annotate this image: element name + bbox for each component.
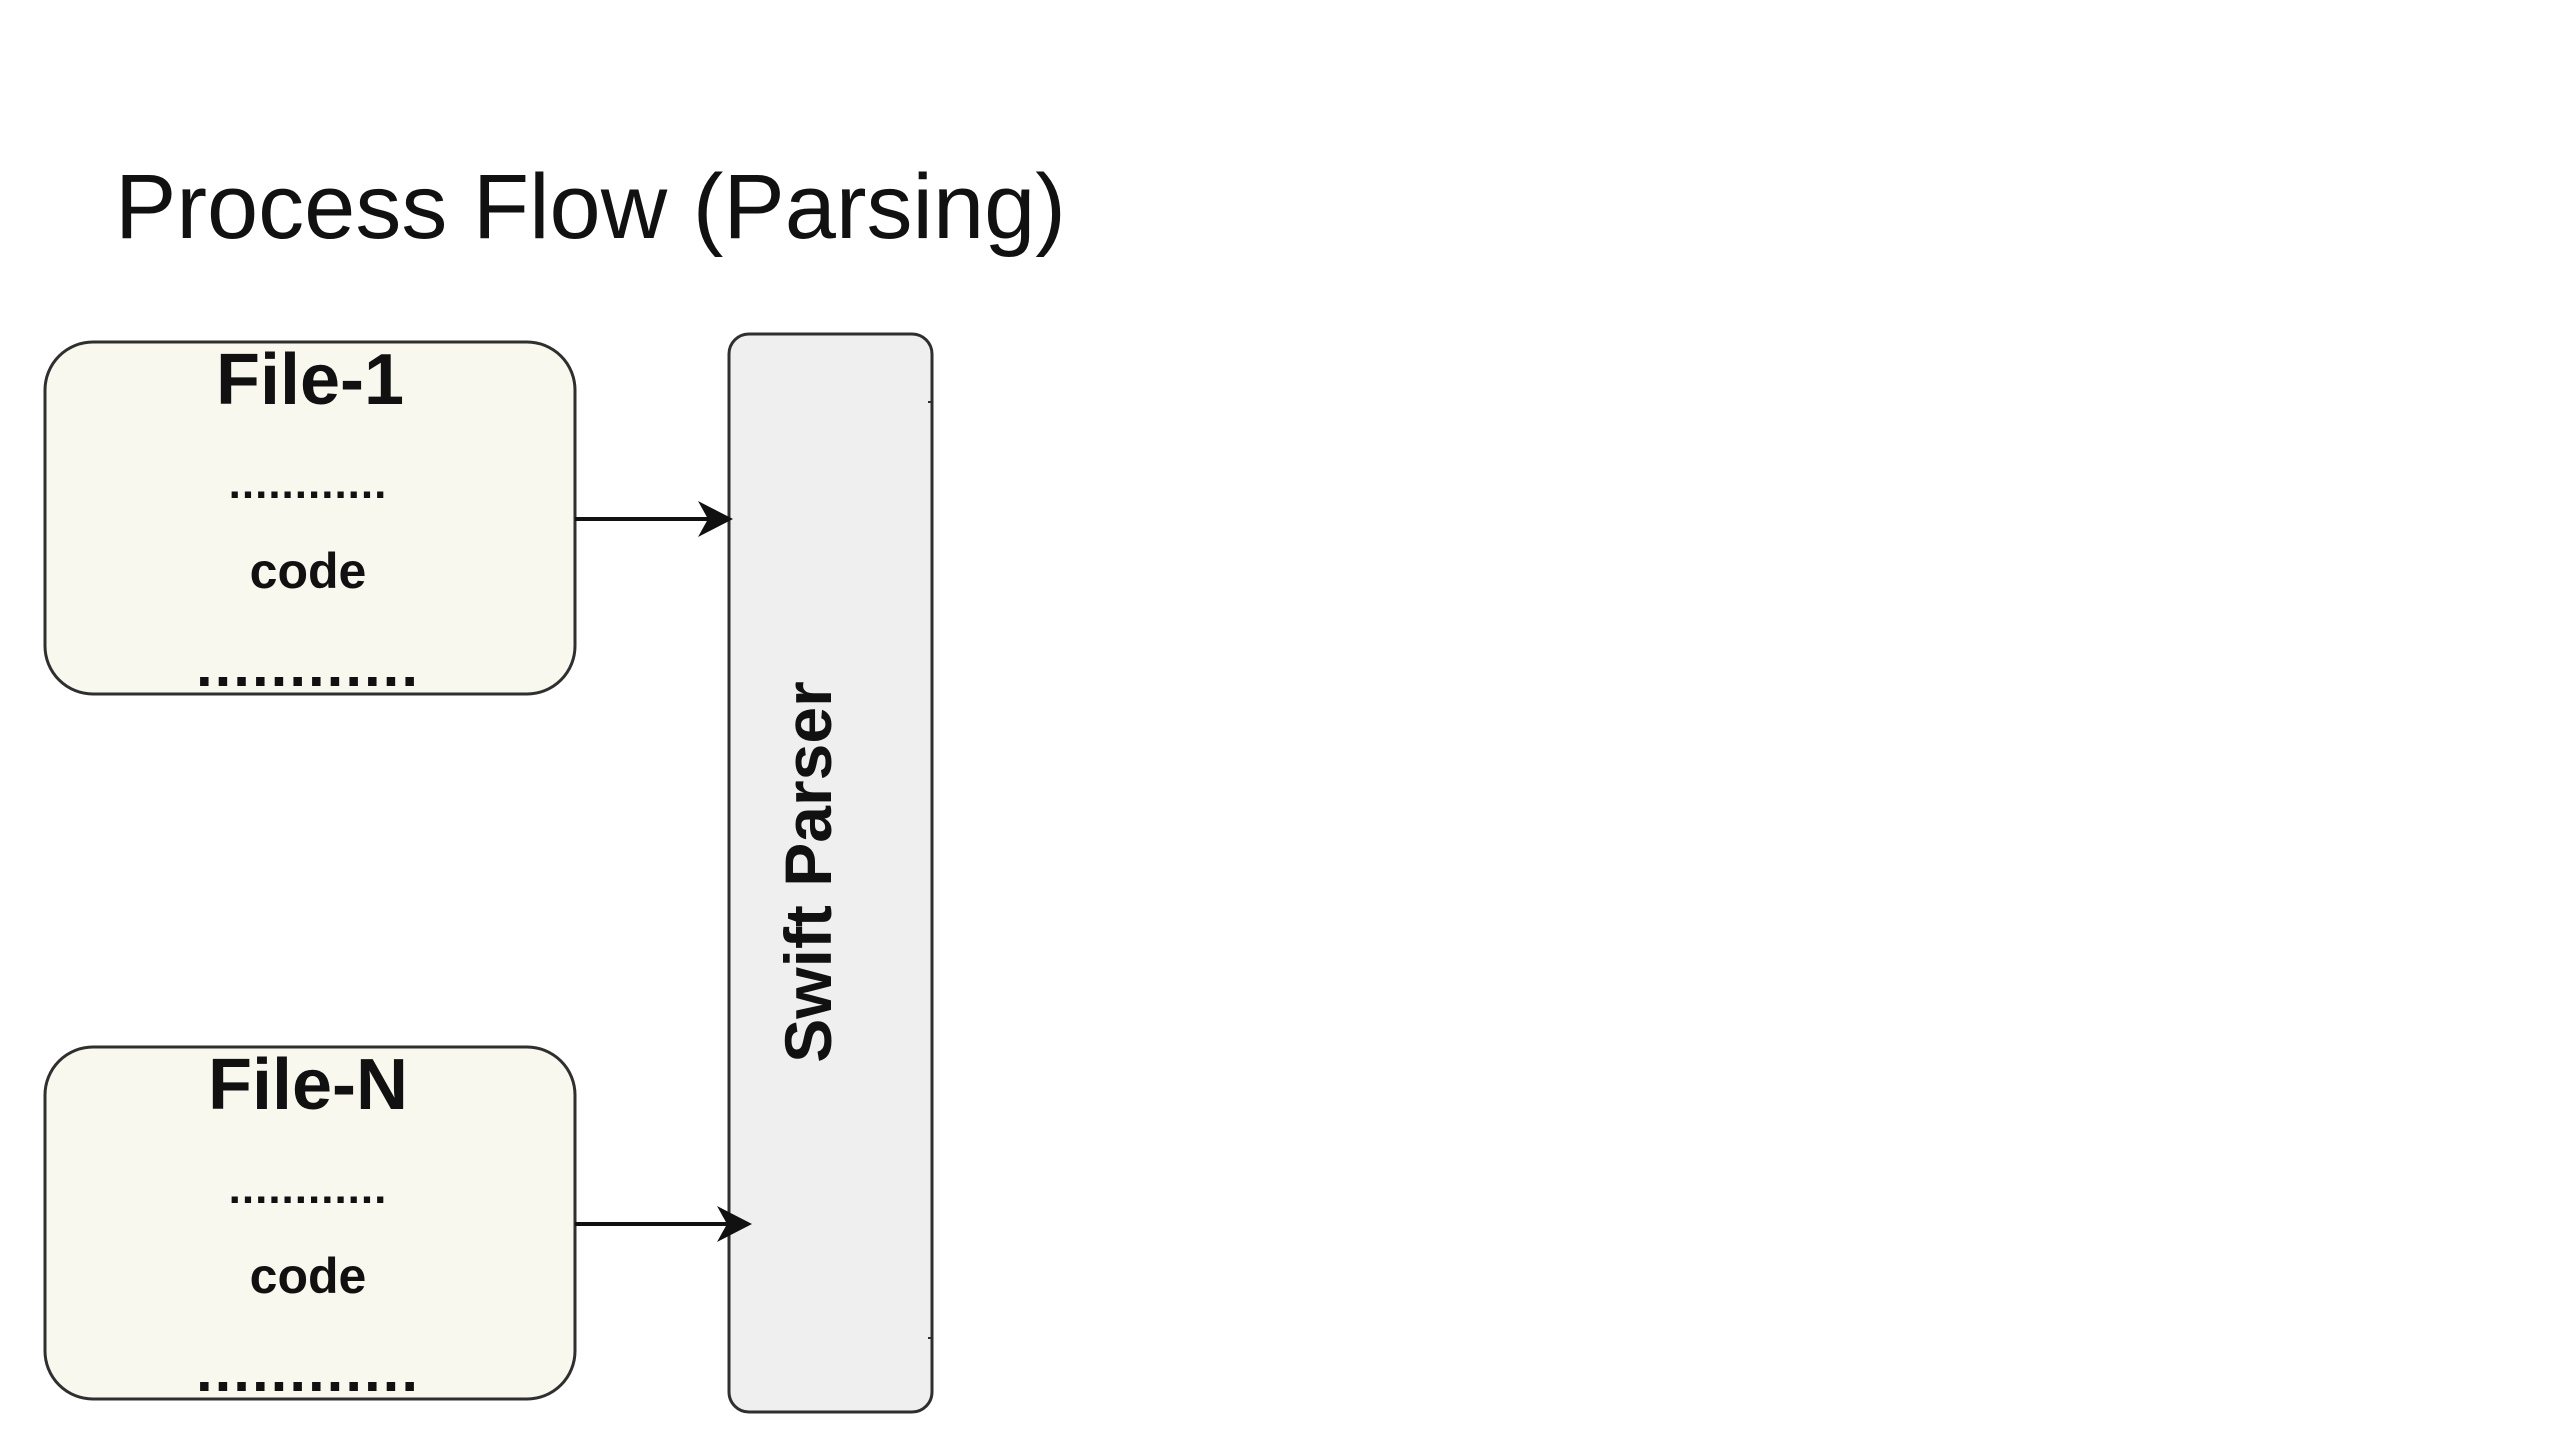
file-node-1: File-1 ............ code ............ [43, 340, 577, 699]
file-dots-bottom-n: ............ [196, 1337, 420, 1404]
file-code-label-1: code [250, 543, 367, 599]
parser-node: Swift Parser [727, 332, 934, 1414]
diagram-title: Process Flow (Parsing) [115, 156, 1066, 258]
swift-parser-box [727, 332, 934, 1414]
swift-parser-label: Swift Parser [771, 681, 845, 1063]
file-node-n: File-N ............ code ............ [43, 1045, 577, 1404]
file-title-1: File-1 [216, 340, 404, 420]
file-dots-top-1: ............ [229, 459, 388, 508]
arrow-head-file-1 [698, 501, 733, 537]
file-title-n: File-N [208, 1045, 408, 1125]
file-dots-bottom-1: ............ [196, 632, 420, 699]
file-code-label-n: code [250, 1248, 367, 1304]
file-dots-top-n: ............ [229, 1164, 388, 1213]
arrow-head-file-n [717, 1206, 752, 1242]
connector-file-1 [575, 501, 733, 537]
connector-file-n [575, 1206, 752, 1242]
